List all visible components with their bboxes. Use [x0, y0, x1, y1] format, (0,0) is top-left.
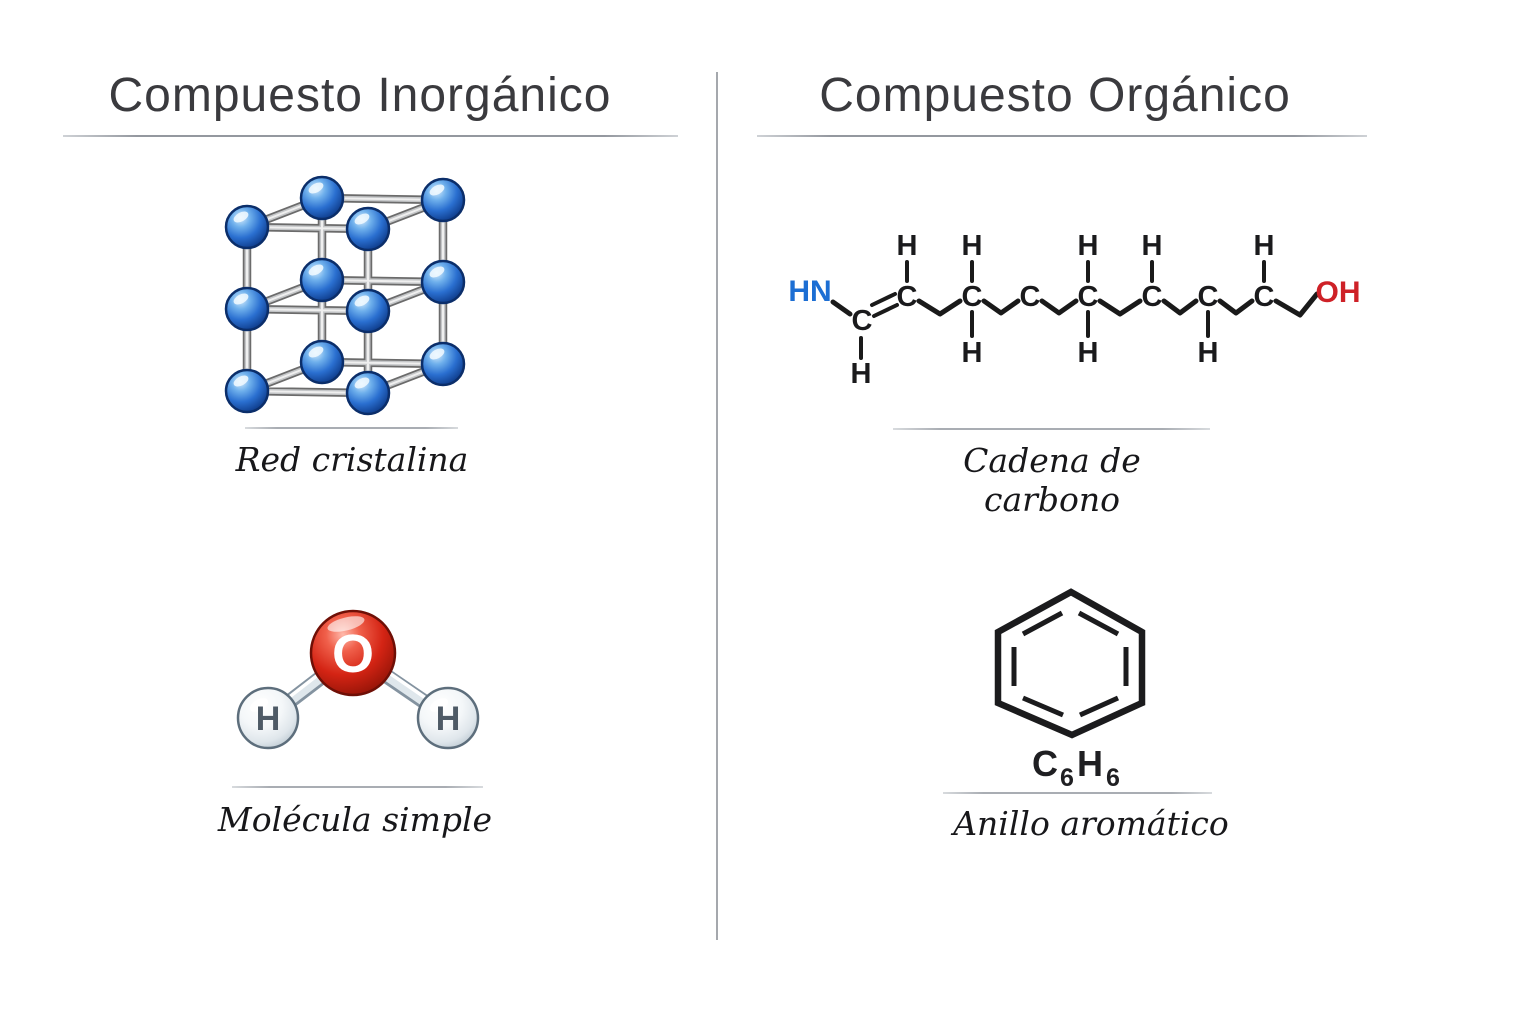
chain-caption: Cadena de carbono	[963, 441, 1141, 519]
hydrogen-label: H	[851, 358, 872, 390]
lattice-atoms	[224, 175, 466, 416]
chain-hydrogens-bottom: H H H H	[851, 337, 1219, 390]
atom-sphere	[224, 368, 270, 414]
ring-caption-rule	[943, 792, 1212, 794]
hydrogen-label: H	[1254, 230, 1275, 262]
carbon-label: C	[852, 305, 873, 337]
formula-h: H	[1077, 743, 1103, 784]
lattice-caption: Red cristalina	[235, 440, 469, 479]
oxygen-label: O	[332, 624, 374, 684]
left-title-underline	[63, 135, 678, 137]
crystal-lattice-figure	[224, 175, 466, 416]
atom-sphere	[345, 370, 391, 416]
hydrogen-label: H	[1142, 230, 1163, 262]
chain-carbons: C C C C C C C C	[852, 281, 1275, 337]
benzene-inner-bonds	[1011, 610, 1129, 718]
lattice-caption-rule	[245, 427, 458, 429]
chain-bonds	[830, 260, 1320, 360]
hydrogen-label: H	[436, 700, 461, 738]
atom-sphere	[299, 257, 345, 303]
hydrogen-label: H	[256, 700, 281, 738]
water-caption: Molécula simple	[217, 800, 493, 839]
hydrogen-label: H	[1078, 337, 1099, 369]
water-caption-rule	[232, 786, 483, 788]
aromatic-ring-figure: C 6 H 6	[994, 588, 1146, 792]
hydroxyl-group-label: OH	[1316, 276, 1361, 309]
atom-sphere	[345, 288, 391, 334]
chain-hydrogens-top: H H H H H	[897, 230, 1275, 262]
benzene-outer-hexagon	[994, 588, 1146, 739]
carbon-label: C	[897, 281, 918, 313]
hydrogen-label: H	[962, 337, 983, 369]
right-title-underline	[757, 135, 1367, 137]
carbon-label: C	[1254, 281, 1275, 313]
oxygen-atom: O	[309, 609, 397, 697]
hydrogen-atom-right: H	[416, 686, 480, 750]
formula-h-subscript: 6	[1106, 764, 1120, 792]
hydrogen-label: H	[962, 230, 983, 262]
carbon-label: C	[1198, 281, 1219, 313]
carbon-label: C	[962, 281, 983, 313]
carbon-chain-figure: HN OH C C C C C C C C H H H H H H H	[788, 230, 1360, 390]
hydrogen-label: H	[1078, 230, 1099, 262]
atom-sphere	[299, 175, 345, 221]
atom-sphere	[224, 286, 270, 332]
benzene-formula: C 6 H 6	[1032, 743, 1120, 792]
carbon-label: C	[1078, 281, 1099, 313]
vertical-divider	[716, 72, 718, 940]
atom-sphere	[345, 206, 391, 252]
amine-group-label: HN	[788, 275, 831, 308]
atom-sphere	[299, 339, 345, 385]
hydrogen-atom-left: H	[236, 686, 300, 750]
water-molecule-figure: H H O	[236, 609, 480, 750]
atom-sphere	[420, 341, 466, 387]
hydrogen-label: H	[897, 230, 918, 262]
carbon-label: C	[1020, 281, 1041, 313]
hydrogen-label: H	[1198, 337, 1219, 369]
left-panel-title: Compuesto Inorgánico	[108, 69, 612, 122]
atom-sphere	[420, 177, 466, 223]
formula-c: C	[1032, 743, 1058, 784]
atom-sphere	[420, 259, 466, 305]
chain-caption-rule	[893, 428, 1210, 430]
formula-c-subscript: 6	[1060, 764, 1074, 792]
right-panel-title: Compuesto Orgánico	[819, 69, 1291, 122]
atom-sphere	[224, 204, 270, 250]
ring-caption: Anillo aromático	[953, 804, 1229, 843]
carbon-label: C	[1142, 281, 1163, 313]
